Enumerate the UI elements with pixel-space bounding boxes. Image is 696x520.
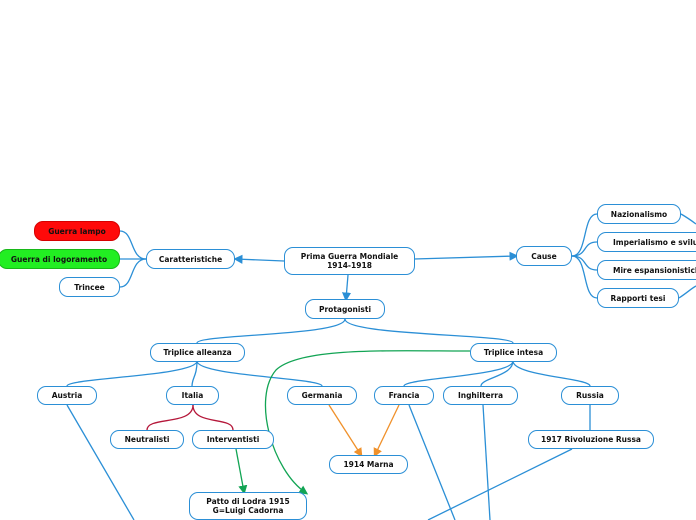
topic-interventisti[interactable]: Interventisti bbox=[192, 430, 274, 449]
topic-1917-rivoluzione-russa[interactable]: 1917 Rivoluzione Russa bbox=[528, 430, 654, 449]
edge-germania-marna bbox=[328, 404, 363, 458]
topic-cause[interactable]: Cause bbox=[516, 246, 572, 266]
topic-francia[interactable]: Francia bbox=[374, 386, 434, 405]
edge-austria-down bbox=[66, 404, 135, 520]
topic-protagonisti[interactable]: Protagonisti bbox=[305, 299, 385, 319]
edge-italia-neutralisti bbox=[146, 404, 194, 431]
edge-int-inghilterra bbox=[480, 360, 514, 387]
topic-triplice-intesa[interactable]: Triplice intesa bbox=[470, 343, 557, 362]
edge-car-trincee bbox=[119, 258, 147, 288]
edge-root-caratteristiche bbox=[233, 254, 285, 264]
edge-all-germania bbox=[196, 360, 323, 387]
edge-all-italia bbox=[191, 360, 198, 387]
edge-all-austria bbox=[66, 360, 198, 387]
edge-italia-interventisti bbox=[192, 404, 234, 431]
root-subtitle: 1914-1918 bbox=[327, 261, 372, 270]
topic-triplice-alleanza[interactable]: Triplice alleanza bbox=[150, 343, 245, 362]
topic-patto-di-londra[interactable]: Patto di Lodra 1915 G=Luigi Cadorna bbox=[189, 492, 307, 520]
topic-guerra-logoramento[interactable]: Guerra di logoramento bbox=[0, 249, 120, 269]
root-title: Prima Guerra Mondiale bbox=[300, 252, 399, 261]
topic-caratteristiche[interactable]: Caratteristiche bbox=[146, 249, 235, 269]
topic-neutralisti[interactable]: Neutralisti bbox=[110, 430, 184, 449]
topic-trincee[interactable]: Trincee bbox=[59, 277, 120, 297]
topic-russia[interactable]: Russia bbox=[561, 386, 619, 405]
topic-imperialismo[interactable]: Imperialismo e svilup bbox=[597, 232, 696, 252]
patto-subtitle: G=Luigi Cadorna bbox=[212, 506, 284, 515]
edge-rivoluzione-down bbox=[427, 448, 573, 520]
root-node[interactable]: Prima Guerra Mondiale 1914-1918 bbox=[284, 247, 415, 275]
edge-prot-intesa bbox=[344, 318, 514, 344]
topic-inghilterra[interactable]: Inghilterra bbox=[443, 386, 518, 405]
edge-int-russia bbox=[512, 360, 591, 387]
edge-prot-alleanza bbox=[196, 318, 346, 344]
edge-car-lampo bbox=[119, 230, 147, 260]
edge-intesa-patto bbox=[264, 350, 471, 495]
edge-int-francia bbox=[403, 360, 514, 387]
edge-cause-overflow-1 bbox=[680, 213, 696, 225]
edge-cause-imperialismo bbox=[571, 241, 598, 257]
edge-cause-nazionalismo bbox=[571, 213, 598, 257]
topic-rapporti[interactable]: Rapporti tesi bbox=[597, 288, 679, 308]
edge-root-protagonisti bbox=[342, 274, 352, 302]
edge-francia-marna bbox=[373, 404, 400, 458]
topic-germania[interactable]: Germania bbox=[287, 386, 357, 405]
topic-1914-marna[interactable]: 1914 Marna bbox=[329, 455, 408, 474]
topic-austria[interactable]: Austria bbox=[37, 386, 97, 405]
topic-guerra-lampo[interactable]: Guerra lampo bbox=[34, 221, 120, 241]
edge-cause-mire bbox=[571, 255, 598, 271]
edge-francia-down bbox=[408, 404, 456, 520]
topic-nazionalismo[interactable]: Nazionalismo bbox=[597, 204, 681, 224]
edge-inghilterra-down bbox=[482, 404, 491, 520]
edge-cause-rapporti bbox=[571, 255, 598, 299]
topic-mire[interactable]: Mire espansionistiche bbox=[597, 260, 696, 280]
edge-interventisti-patto bbox=[235, 448, 248, 495]
edge-cause-overflow-2 bbox=[678, 285, 696, 299]
topic-italia[interactable]: Italia bbox=[166, 386, 219, 405]
edge-root-cause bbox=[413, 251, 519, 261]
patto-title: Patto di Lodra 1915 bbox=[206, 497, 290, 506]
